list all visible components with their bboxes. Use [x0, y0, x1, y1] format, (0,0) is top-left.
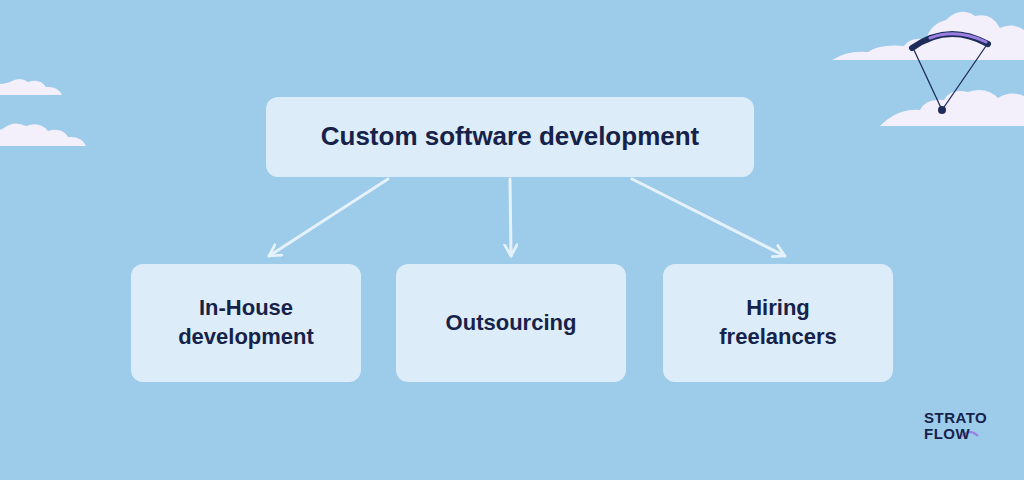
box-label: Custom software development [321, 120, 700, 154]
brand-logo: STRATO FLOW [924, 410, 996, 442]
paraglider [912, 34, 988, 114]
box-label: Hiring freelancers [703, 294, 853, 351]
option-box: In-House development [131, 264, 361, 382]
arrow-connector [510, 179, 511, 256]
box-label: In-House development [161, 294, 331, 351]
option-box: Hiring freelancers [663, 264, 893, 382]
arrow-connector [632, 179, 785, 256]
option-box: Outsourcing [396, 264, 626, 382]
root-box: Custom software development [266, 97, 754, 177]
box-label: Outsourcing [446, 309, 577, 338]
arrow-connector [269, 179, 388, 256]
